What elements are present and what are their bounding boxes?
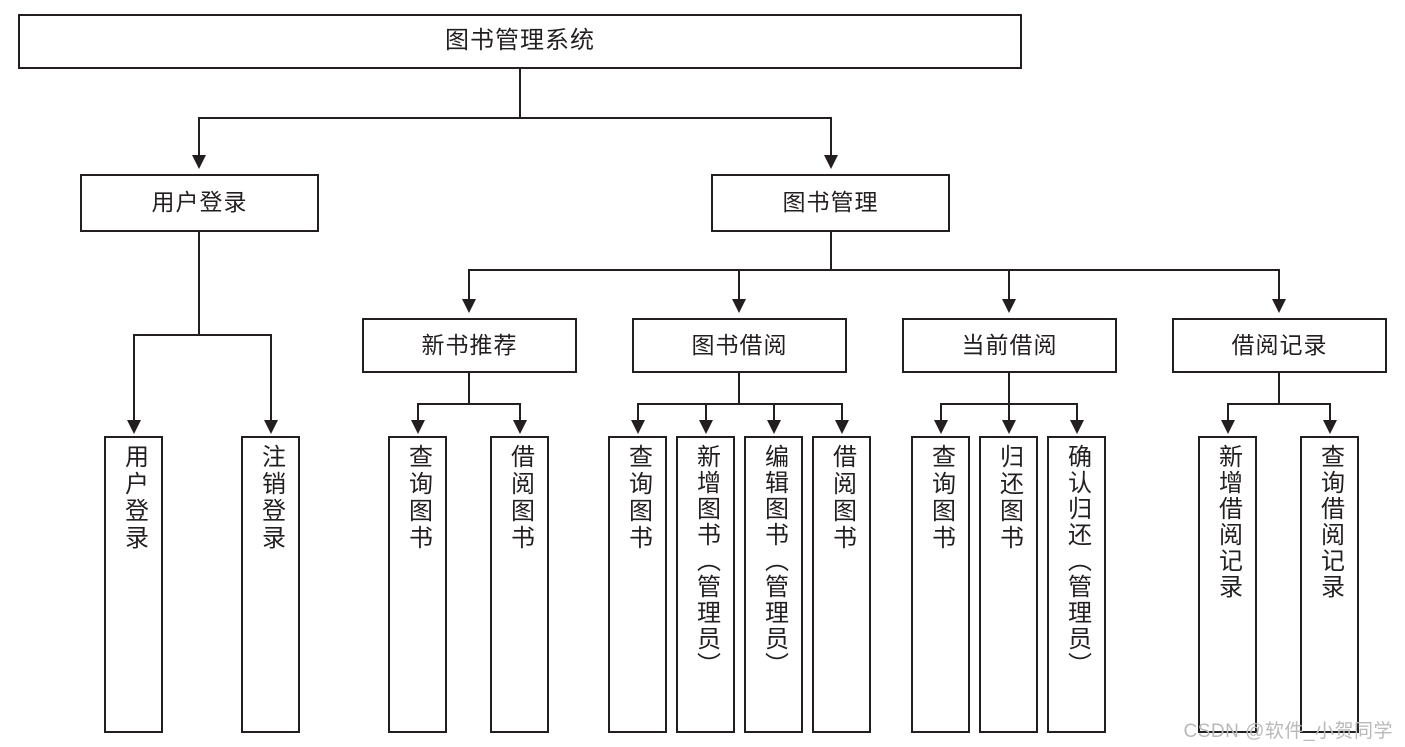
connector-bb-stem xyxy=(738,373,740,404)
connector-root-to-user-login xyxy=(198,117,200,157)
arrow-to-leaf-logout-login xyxy=(264,420,278,434)
arrow-to-leaf-add-book xyxy=(699,420,713,434)
arrow-to-borrow-record xyxy=(1272,299,1286,313)
connector-bb-l2 xyxy=(705,403,707,422)
node-label: 查询图书 xyxy=(927,444,955,552)
arrow-to-leaf-confirm-return xyxy=(1070,420,1084,434)
connector-br-bar xyxy=(1227,403,1331,405)
arrow-to-leaf-edit-book xyxy=(767,420,781,434)
arrow-to-current-borrow xyxy=(1002,299,1016,313)
node-label: 图书管理 xyxy=(782,189,879,216)
node-leaf-add-record[interactable]: 新增借阅记录 xyxy=(1198,436,1257,733)
node-leaf-logout-login[interactable]: 注销登录 xyxy=(241,436,300,733)
node-book-manage[interactable]: 图书管理 xyxy=(711,174,950,232)
arrow-to-leaf-return-book xyxy=(1002,420,1016,434)
arrow-to-leaf-borrow-book-1 xyxy=(513,420,527,434)
connector-user-login-bar xyxy=(133,334,270,336)
node-label: 归还图书 xyxy=(995,444,1023,552)
connector-bb-l4 xyxy=(841,403,843,422)
connector-bm-c1 xyxy=(468,269,470,301)
arrow-to-leaf-query-record xyxy=(1323,420,1337,434)
connector-nbr-l1 xyxy=(417,403,419,422)
node-leaf-query-record[interactable]: 查询借阅记录 xyxy=(1300,436,1359,733)
node-label: 新书推荐 xyxy=(421,331,518,358)
connector-bm-c3 xyxy=(1008,269,1010,301)
watermark-text: CSDN @软件_小贺同学 xyxy=(1183,721,1393,742)
connector-br-l2 xyxy=(1329,403,1331,422)
connector-br-stem xyxy=(1278,373,1280,404)
node-root-system[interactable]: 图书管理系统 xyxy=(18,14,1022,69)
connector-bm-c4 xyxy=(1278,269,1280,301)
arrow-to-leaf-borrow-book-2 xyxy=(835,420,849,434)
node-label: 新增图书（管理员） xyxy=(692,444,720,678)
connector-bb-bar xyxy=(637,403,841,405)
arrow-to-leaf-query-book-1 xyxy=(411,420,425,434)
connector-nbr-l2 xyxy=(519,403,521,422)
connector-root-stem xyxy=(519,69,521,118)
node-label: 查询图书 xyxy=(624,444,652,552)
node-leaf-confirm-return[interactable]: 确认归还（管理员） xyxy=(1047,436,1106,733)
node-leaf-query-book-3[interactable]: 查询图书 xyxy=(911,436,970,733)
node-leaf-borrow-book-1[interactable]: 借阅图书 xyxy=(490,436,549,733)
node-label: 图书借阅 xyxy=(691,331,788,358)
connector-user-login-left xyxy=(133,334,135,422)
arrow-to-user-login xyxy=(192,155,206,169)
connector-user-login-right xyxy=(270,334,272,422)
node-leaf-borrow-book-2[interactable]: 借阅图书 xyxy=(812,436,871,733)
node-leaf-add-book[interactable]: 新增图书（管理员） xyxy=(676,436,735,733)
arrow-to-new-book-recommend xyxy=(462,299,476,313)
node-label: 借阅图书 xyxy=(506,444,534,552)
connector-nbr-stem xyxy=(468,373,470,404)
node-label: 用户登录 xyxy=(120,444,148,552)
arrow-to-leaf-user-login xyxy=(127,420,141,434)
node-label: 当前借阅 xyxy=(961,331,1058,358)
node-label: 查询借阅记录 xyxy=(1316,444,1344,600)
node-label: 编辑图书（管理员） xyxy=(760,444,788,678)
node-label: 新增借阅记录 xyxy=(1214,444,1242,600)
connector-br-l1 xyxy=(1227,403,1229,422)
connector-bb-l1 xyxy=(637,403,639,422)
node-label: 注销登录 xyxy=(257,444,285,552)
node-leaf-return-book[interactable]: 归还图书 xyxy=(979,436,1038,733)
connector-cb-l2 xyxy=(1008,403,1010,422)
connector-cb-l1 xyxy=(940,403,942,422)
node-label: 借阅图书 xyxy=(828,444,856,552)
arrow-to-leaf-query-book-3 xyxy=(934,420,948,434)
node-leaf-query-book-1[interactable]: 查询图书 xyxy=(388,436,447,733)
node-label: 借阅记录 xyxy=(1231,331,1328,358)
connector-book-manage-bar xyxy=(468,269,1278,271)
connector-nbr-bar xyxy=(417,403,521,405)
node-label: 查询图书 xyxy=(404,444,432,552)
node-new-book-recommend[interactable]: 新书推荐 xyxy=(362,318,577,373)
connector-root-bar xyxy=(198,117,831,119)
connector-book-manage-stem xyxy=(830,232,832,270)
node-borrow-record[interactable]: 借阅记录 xyxy=(1172,318,1387,373)
node-leaf-query-book-2[interactable]: 查询图书 xyxy=(608,436,667,733)
connector-root-to-book-manage xyxy=(830,117,832,157)
node-leaf-user-login[interactable]: 用户登录 xyxy=(104,436,163,733)
connector-cb-l3 xyxy=(1076,403,1078,422)
node-leaf-edit-book[interactable]: 编辑图书（管理员） xyxy=(744,436,803,733)
arrow-to-book-manage xyxy=(824,155,838,169)
connector-bb-l3 xyxy=(773,403,775,422)
node-label: 用户登录 xyxy=(151,189,248,216)
arrow-to-leaf-query-book-2 xyxy=(631,420,645,434)
node-current-borrow[interactable]: 当前借阅 xyxy=(902,318,1117,373)
arrow-to-leaf-add-record xyxy=(1221,420,1235,434)
node-label: 图书管理系统 xyxy=(445,27,595,55)
arrow-to-book-borrow xyxy=(732,299,746,313)
connector-cb-stem xyxy=(1008,373,1010,404)
node-book-borrow[interactable]: 图书借阅 xyxy=(632,318,847,373)
connector-bm-c2 xyxy=(738,269,740,301)
node-label: 确认归还（管理员） xyxy=(1063,444,1091,678)
connector-user-login-stem xyxy=(198,232,200,335)
node-user-login[interactable]: 用户登录 xyxy=(80,174,319,232)
